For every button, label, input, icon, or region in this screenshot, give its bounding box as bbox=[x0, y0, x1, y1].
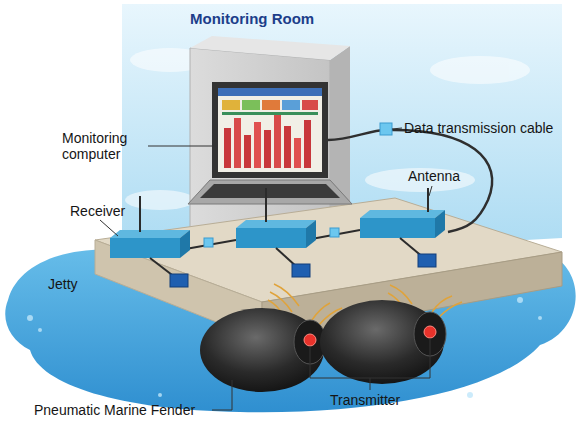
part-label: Receiver bbox=[70, 203, 125, 219]
part-label: Antenna bbox=[408, 168, 460, 184]
laptop-base bbox=[188, 180, 352, 204]
laptop-screen bbox=[218, 88, 322, 172]
screen-bars bbox=[222, 100, 318, 168]
part-label: Transmitter bbox=[330, 392, 400, 408]
room-title: Monitoring Room bbox=[190, 10, 314, 27]
transmitters bbox=[304, 326, 436, 346]
antenna-bases bbox=[170, 254, 436, 287]
screen-header bbox=[218, 88, 322, 96]
laptop-keyboard bbox=[200, 184, 340, 198]
receivers bbox=[110, 210, 445, 258]
data-cable bbox=[328, 130, 492, 232]
part-label: Pneumatic Marine Fender bbox=[34, 402, 195, 418]
cable-connector bbox=[380, 123, 392, 135]
fenders bbox=[200, 300, 446, 392]
antennas bbox=[140, 188, 428, 278]
part-label: Jetty bbox=[48, 276, 78, 292]
part-label: Monitoring computer bbox=[62, 130, 150, 162]
water-bubbles bbox=[27, 297, 542, 398]
leader-lines bbox=[100, 128, 432, 410]
room-pillar-top bbox=[190, 36, 350, 60]
laptop-screen-frame bbox=[212, 82, 328, 178]
part-label: Data transmission cable bbox=[404, 120, 553, 136]
